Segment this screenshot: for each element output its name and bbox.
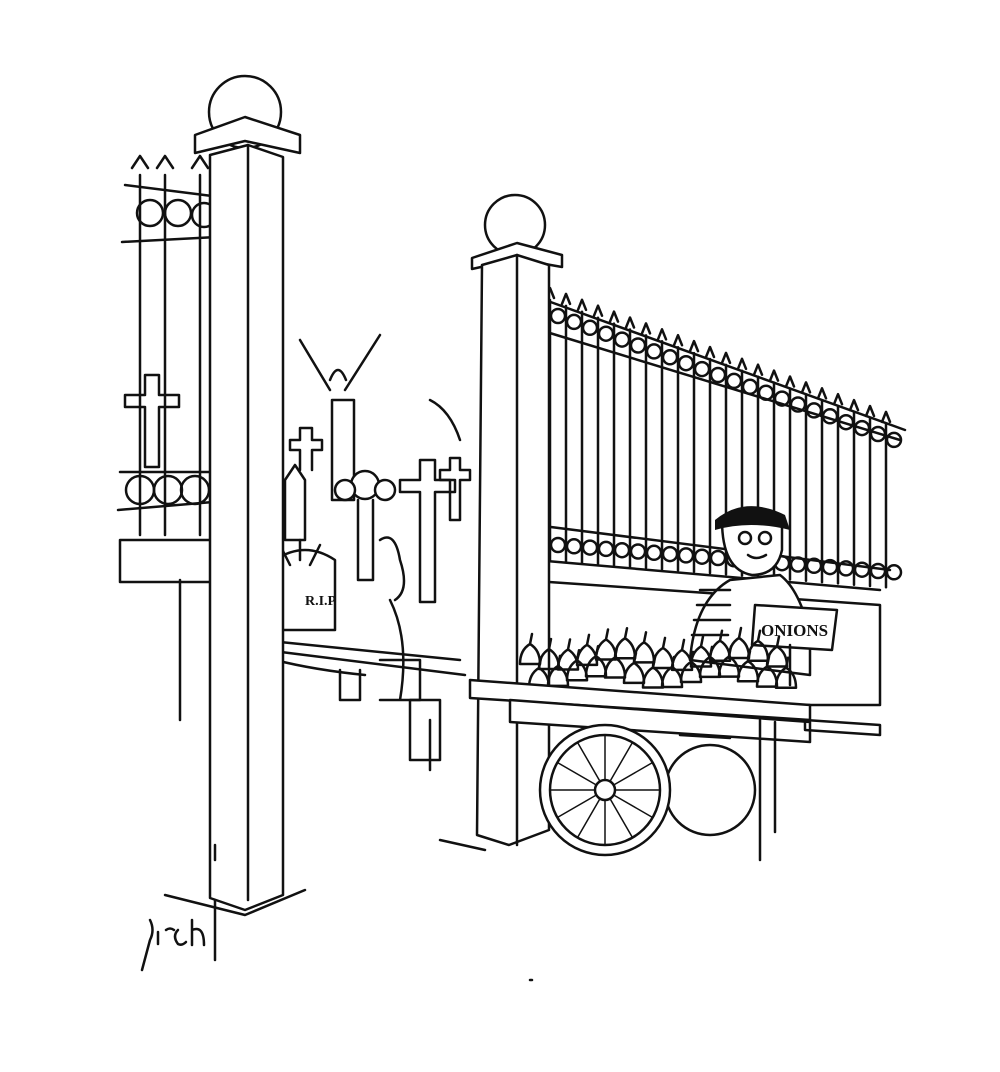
vendor-cart: [468, 678, 882, 862]
left-iron-fence: [116, 154, 227, 962]
fence-spike: [784, 375, 796, 388]
fence-ring: [581, 319, 599, 337]
wheel-spoke: [613, 794, 654, 819]
fence-ring: [645, 343, 663, 360]
fence-spike: [640, 322, 652, 335]
fence-spike: [672, 333, 684, 347]
fence-spike: [864, 404, 876, 418]
fence-spike: [768, 369, 780, 382]
fence-ring: [725, 372, 743, 390]
fence-ring: [821, 558, 839, 576]
fence-ring: [805, 402, 823, 419]
fence-ring: [629, 543, 647, 560]
fence-spike: [592, 304, 604, 317]
artist-signature: [140, 918, 206, 972]
fence-spike: [576, 298, 588, 312]
fence-ring: [549, 536, 567, 554]
fence-ring: [661, 545, 679, 563]
fence-ring: [805, 557, 823, 575]
wheel-spoke: [609, 741, 634, 782]
wheel-spoke: [609, 798, 634, 839]
fence-ring: [773, 390, 791, 407]
fence-ring: [853, 419, 871, 437]
fence-ring: [613, 541, 631, 559]
fence-ring: [597, 540, 615, 558]
fence-ring: [709, 549, 727, 567]
fence-ring: [837, 413, 855, 431]
wheel-spoke: [556, 761, 597, 786]
fence-ring: [869, 425, 887, 443]
fence-ring: [853, 561, 871, 578]
sign-label: ONIONS: [761, 621, 828, 640]
fence-ring: [885, 431, 903, 449]
fence-ring: [677, 547, 695, 564]
fence-ring: [709, 366, 727, 384]
wheel-spoke: [576, 741, 601, 782]
fence-ring: [645, 544, 663, 562]
fence-spike: [720, 351, 732, 365]
fence-ring: [549, 307, 567, 325]
fence-ring: [869, 562, 887, 580]
fence-ring: [565, 538, 583, 555]
fence-ring: [693, 548, 711, 565]
cemetery-background: R.I.P: [123, 333, 472, 822]
fence-spike: [848, 398, 860, 412]
fence-ring: [757, 384, 775, 401]
fence-ring: [885, 564, 903, 581]
fence-ring: [741, 378, 759, 396]
fence-spike: [608, 310, 620, 323]
onions-sign: ONIONS: [750, 603, 839, 687]
fence-spike: [800, 381, 812, 394]
fence-ring: [565, 313, 583, 331]
fence-ring: [837, 560, 855, 577]
wheel-spoke: [556, 794, 597, 819]
tombstone-inscription: R.I.P: [305, 594, 337, 609]
fence-spike: [560, 292, 572, 306]
fence-spike: [624, 316, 636, 329]
onion: [774, 656, 798, 689]
fence-spike: [704, 345, 716, 359]
left-gate-pillar: [163, 74, 307, 917]
fence-ring: [629, 337, 647, 354]
fence-ring: [821, 408, 839, 425]
right-gate-pillar: [438, 193, 564, 852]
fence-ring: [661, 349, 679, 366]
fence-spike: [736, 357, 748, 371]
wheel-spoke: [613, 761, 654, 786]
fence-spike: [752, 363, 764, 376]
fence-spike: [816, 387, 828, 400]
fence-ring: [581, 539, 599, 556]
fence-ring: [789, 556, 807, 573]
fence-ring: [597, 325, 615, 342]
fence-ring: [789, 396, 807, 413]
fence-spike: [656, 328, 668, 341]
fence-ring: [613, 331, 631, 348]
fence-ring: [693, 360, 711, 378]
fence-spike: [688, 339, 700, 353]
fence-ring: [677, 354, 695, 372]
fence-spike: [880, 410, 892, 424]
wheel-spoke: [576, 798, 601, 839]
fence-spike: [832, 392, 844, 406]
onion-pile: [518, 626, 798, 690]
